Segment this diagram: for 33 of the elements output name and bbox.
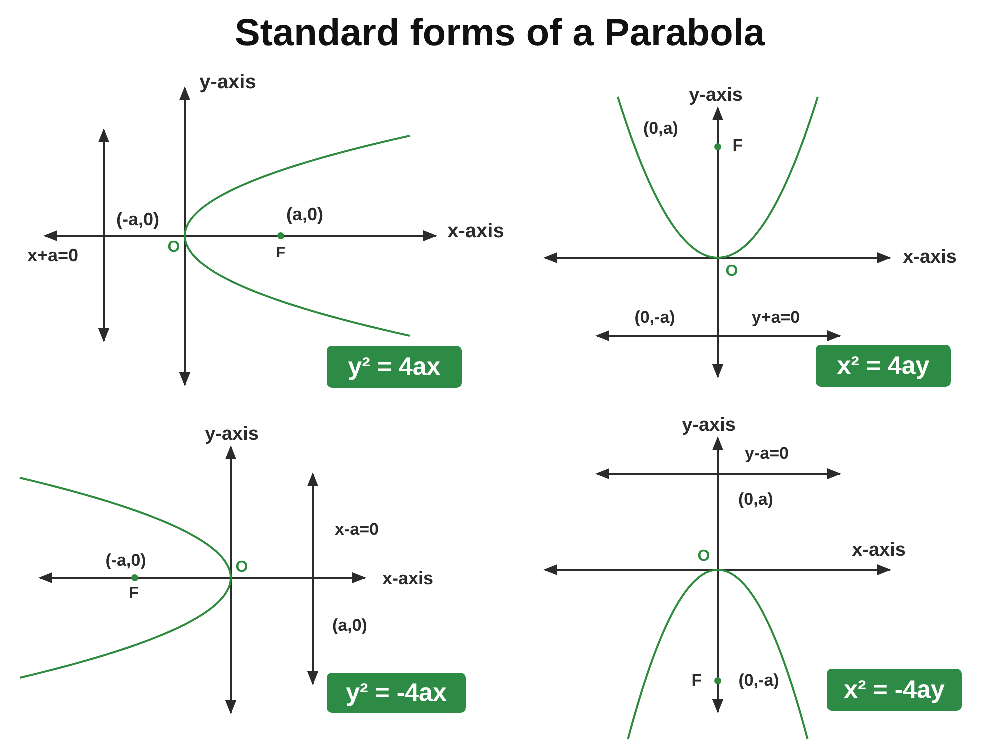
origin-label: O — [698, 548, 710, 566]
coordinate-label: (-a,0) — [106, 551, 146, 571]
equation-badge: x² = -4ay — [827, 669, 962, 711]
axis-label: y-axis — [682, 415, 736, 437]
axis-label: y-axis — [689, 85, 743, 107]
origin-label: O — [236, 559, 248, 577]
equation-badge: x² = 4ay — [816, 345, 951, 387]
focus-label: F — [276, 244, 286, 262]
coordinate-label: y-a=0 — [745, 444, 789, 464]
origin-label: O — [726, 263, 738, 281]
coordinate-label: y+a=0 — [752, 308, 800, 328]
focus-label: F — [129, 585, 139, 603]
axis-label: x-axis — [448, 220, 504, 244]
axis-label: y-axis — [205, 424, 259, 446]
axis-label: y-axis — [200, 72, 256, 94]
coordinate-label: (0,-a) — [634, 308, 676, 328]
title: Standard forms of a Parabola — [235, 12, 765, 56]
equation-badge: y² = -4ax — [327, 673, 466, 713]
origin-label: O — [168, 239, 180, 257]
equation-badge: y² = 4ax — [327, 346, 462, 388]
coordinate-label: (0,a) — [644, 119, 678, 139]
coordinate-label: (a,0) — [286, 204, 324, 226]
coordinate-label: (a,0) — [332, 616, 368, 636]
coordinate-label: (-a,0) — [116, 210, 160, 230]
focus-label: F — [732, 136, 744, 156]
coordinate-label: x+a=0 — [27, 246, 79, 266]
coordinate-label: x-a=0 — [335, 520, 379, 540]
coordinate-label: (0,-a) — [738, 671, 780, 691]
axis-label: x-axis — [903, 247, 957, 269]
axis-label: x-axis — [852, 540, 906, 562]
focus-label: F — [692, 671, 702, 691]
coordinate-label: (0,a) — [738, 490, 774, 510]
axis-label: x-axis — [382, 568, 434, 590]
